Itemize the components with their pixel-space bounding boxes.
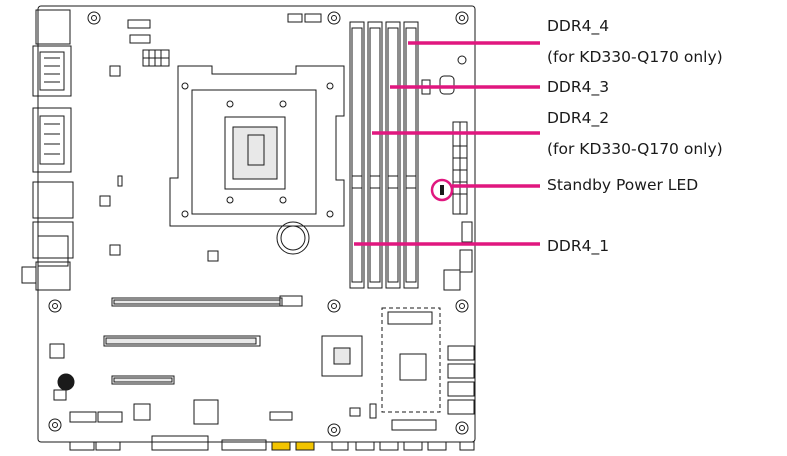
standby-led-marker	[430, 178, 454, 202]
mounting-holes	[48, 11, 469, 437]
top-left-headers	[99, 13, 322, 262]
bottom-headers	[69, 403, 475, 451]
label-ddr4-1: DDR4_1	[547, 237, 610, 255]
cpu-socket	[169, 65, 345, 227]
sata-ports	[447, 345, 475, 415]
right-headers	[421, 55, 473, 291]
label-ddr4-4-note: (for KD330-Q170 only)	[547, 48, 723, 66]
label-ddr4-2-note: (for KD330-Q170 only)	[547, 140, 723, 158]
dimm-slots	[349, 21, 419, 289]
callout-lines	[354, 41, 540, 246]
board-outline	[37, 5, 476, 443]
label-standby-power-led: Standby Power LED	[547, 176, 699, 194]
label-ddr4-2: DDR4_2	[547, 109, 610, 127]
label-ddr4-4: DDR4_4	[547, 17, 610, 35]
label-ddr4-3: DDR4_3	[547, 78, 610, 96]
rear-io	[21, 9, 74, 291]
battery	[276, 221, 310, 255]
pcie-slots	[103, 295, 303, 385]
chipset-area	[49, 307, 441, 425]
